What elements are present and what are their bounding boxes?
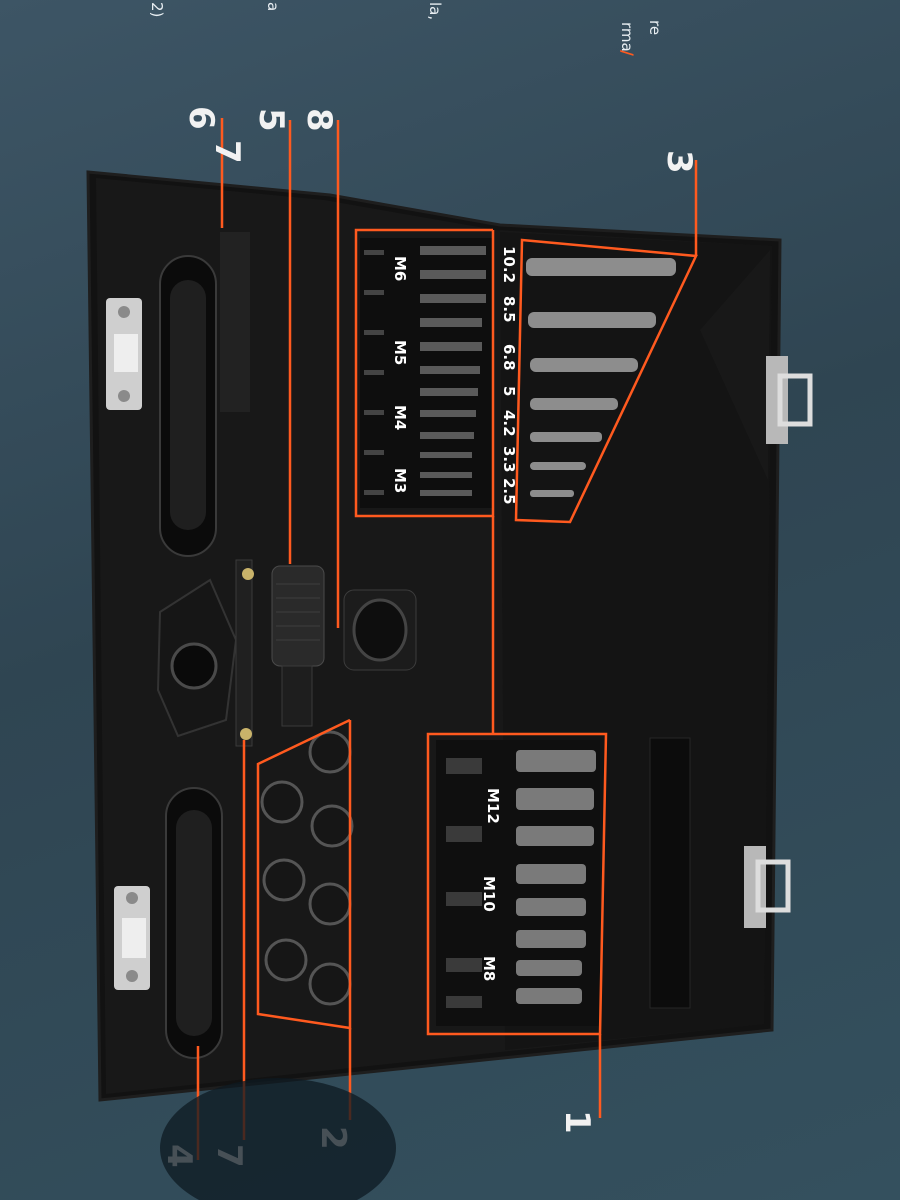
- large-taps: [436, 740, 600, 1026]
- drill-size-6-8: 6.8: [500, 344, 518, 371]
- hand-shadow: [160, 1078, 396, 1200]
- drill-size-3-3: 3.3: [500, 446, 518, 473]
- corner-text-2: 2): [148, 2, 166, 17]
- label-m10: M10: [480, 876, 498, 912]
- callout-8: 8: [299, 108, 339, 132]
- corner-text-slash: /: [618, 50, 637, 56]
- label-m12: M12: [484, 788, 502, 824]
- drill-size-10-2: 10.2: [500, 246, 518, 283]
- tap-wrench: [156, 255, 238, 1059]
- latch-bottom: [114, 886, 150, 990]
- hasp-bottom: [744, 846, 791, 928]
- label-m6: M6: [391, 256, 409, 281]
- corner-text-la: la,: [426, 2, 444, 20]
- drill-bits: [526, 258, 676, 497]
- label-m3: M3: [391, 468, 409, 493]
- tap-holder: [271, 565, 325, 727]
- corner-text-a: a: [264, 2, 282, 11]
- callout-5: 5: [251, 108, 291, 132]
- drill-size-4-2: 4.2: [500, 410, 518, 437]
- drill-size-2-5: 2.5: [500, 478, 518, 505]
- label-m5: M5: [391, 340, 409, 365]
- drill-size-8-5: 8.5: [500, 296, 518, 323]
- latch-top: [106, 298, 142, 410]
- label-m8: M8: [480, 956, 498, 981]
- round-dies: [260, 730, 354, 1006]
- callout-1: 1: [557, 1110, 597, 1134]
- wrench-extension: [220, 232, 250, 412]
- callout-frames: [196, 118, 698, 1160]
- die-adapter: [343, 589, 417, 671]
- label-m4: M4: [391, 405, 409, 430]
- callout-7: 7: [207, 140, 247, 164]
- callout-3: 3: [659, 150, 699, 174]
- drill-size-5: 5: [500, 386, 518, 396]
- corner-text-rma: rma: [618, 22, 636, 52]
- callout-6: 6: [181, 106, 221, 130]
- small-taps: [360, 238, 492, 508]
- hasp-top: [766, 356, 813, 444]
- t-handle-rod: [235, 559, 254, 747]
- corner-text-re: re: [646, 20, 664, 35]
